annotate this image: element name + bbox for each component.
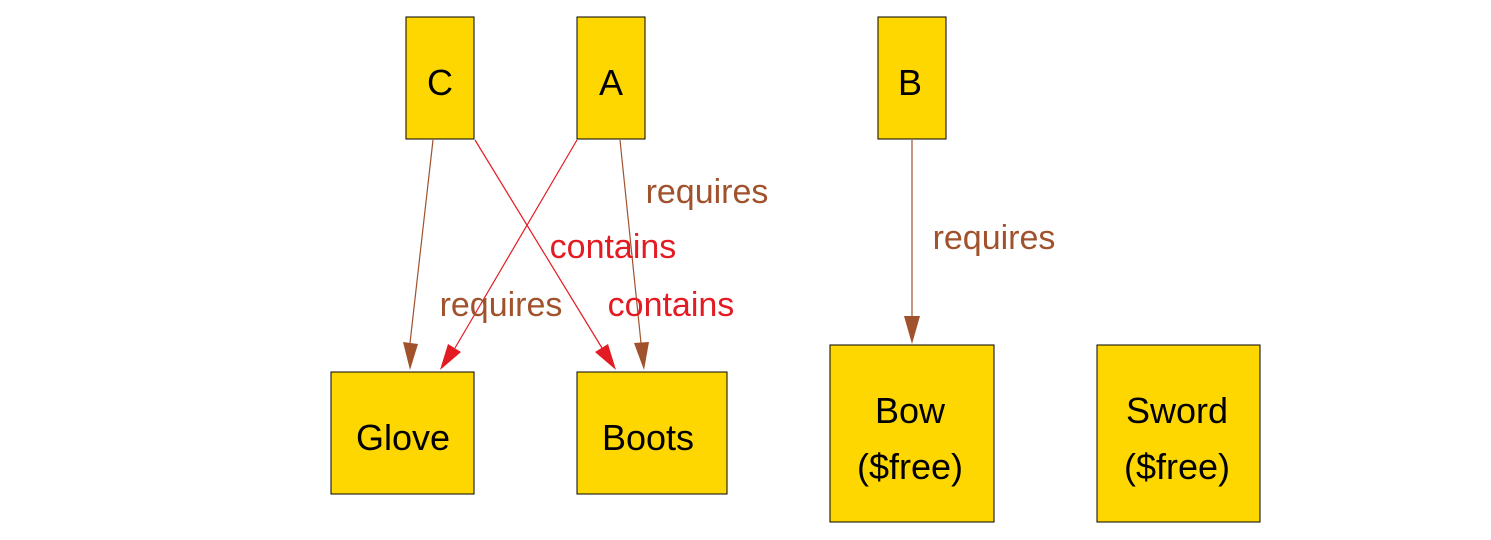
edge-label-c-boots: contains	[608, 286, 735, 324]
edge-c-boots	[474, 139, 616, 370]
edge-label-a-boots: requires	[646, 173, 769, 211]
edge-label-a-glove: contains	[550, 228, 677, 266]
arrowhead-icon	[904, 316, 920, 344]
node-glove-label: Glove	[356, 417, 450, 458]
edge-b-bow	[904, 140, 920, 344]
node-sword: Sword ($free)	[1096, 344, 1261, 523]
arrowhead-icon	[403, 342, 418, 370]
node-sword-price: ($free)	[1124, 446, 1230, 487]
arrowhead-icon	[634, 342, 649, 370]
node-b-label: B	[898, 62, 922, 103]
node-bow-title: Bow	[875, 390, 946, 431]
edge-c-glove	[403, 139, 434, 370]
edge-label-b-bow: requires	[933, 219, 1056, 257]
node-bow-price: ($free)	[857, 446, 963, 487]
edge-a-boots	[619, 139, 649, 370]
node-b: B	[877, 16, 947, 140]
node-a-label: A	[599, 62, 623, 103]
node-a: A	[576, 16, 646, 140]
node-c: C	[405, 16, 475, 140]
node-sword-title: Sword	[1126, 390, 1228, 431]
node-boots: Boots	[576, 371, 728, 495]
arrowhead-icon	[595, 344, 616, 370]
arrowhead-icon	[440, 344, 461, 370]
node-boots-label: Boots	[602, 417, 694, 458]
node-bow: Bow ($free)	[829, 344, 995, 523]
node-c-label: C	[427, 62, 453, 103]
node-glove: Glove	[330, 371, 475, 495]
edge-a-glove	[440, 139, 578, 370]
edge-label-c-glove: requires	[440, 286, 563, 324]
